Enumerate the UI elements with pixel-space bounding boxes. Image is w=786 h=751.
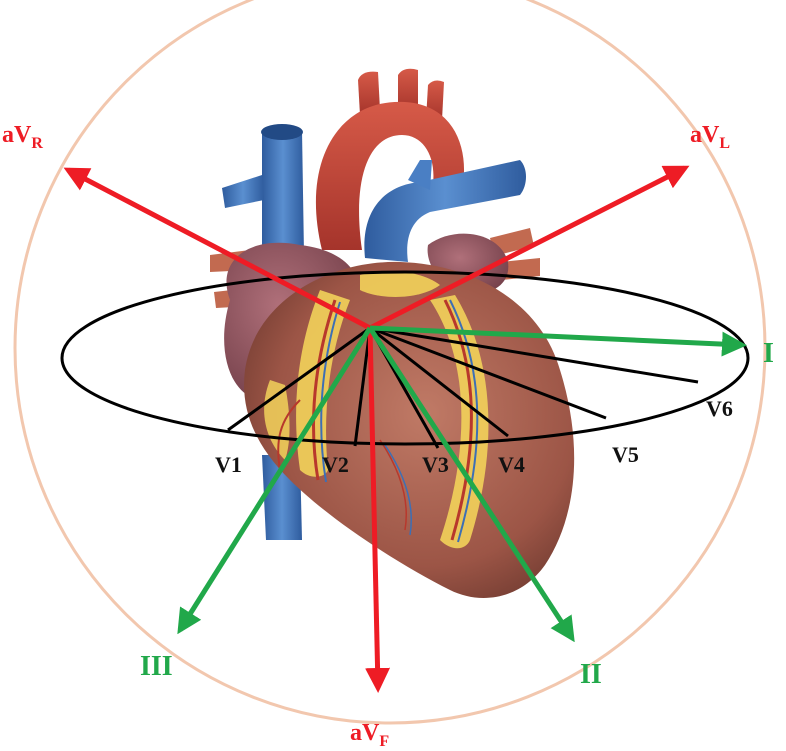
v5-label: V5 — [612, 442, 639, 467]
avr-label: aVR — [2, 122, 43, 152]
v6-vector — [369, 326, 699, 384]
avr-vector — [63, 167, 372, 331]
v4-label: V4 — [498, 452, 525, 477]
augmented-limb-vectors — [63, 165, 690, 693]
lead3-vector — [177, 326, 373, 635]
v6-label: V6 — [706, 396, 733, 421]
hexaxial-circle — [13, 0, 767, 725]
aortic-arch — [315, 101, 465, 250]
avl-vector — [368, 165, 690, 331]
avl-label: aVL — [690, 122, 730, 152]
lead1-label: I — [763, 338, 774, 369]
v1-vector — [227, 326, 371, 432]
superior-vena-cava — [262, 130, 304, 258]
heart-ventricles — [244, 261, 575, 598]
v2-vector — [353, 327, 372, 447]
v5-vector — [369, 326, 607, 420]
horizontal-plane-ellipse — [60, 270, 750, 446]
avf-vector — [365, 327, 391, 693]
standard-limb-vectors — [177, 325, 747, 643]
lead2-vector — [367, 326, 575, 643]
precordial-vectors — [227, 326, 699, 449]
lead1-vector — [369, 325, 747, 357]
lead2-label: II — [580, 659, 602, 690]
avf-label: aVF — [350, 720, 389, 750]
v2-label: V2 — [322, 452, 349, 477]
lead3-label: III — [140, 651, 173, 682]
v1-label: V1 — [215, 452, 242, 477]
pulmonary-artery — [364, 160, 526, 262]
v3-label: V3 — [422, 452, 449, 477]
v4-vector — [369, 326, 509, 438]
